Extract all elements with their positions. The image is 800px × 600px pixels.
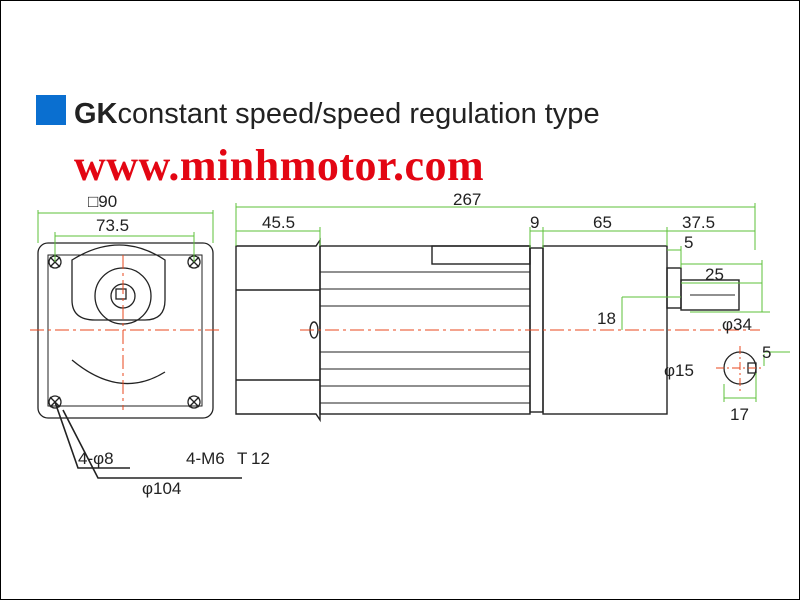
front-center-lines — [30, 255, 222, 410]
title-bold: GK — [74, 98, 118, 130]
dim-threaded-holes: 4-M6 — [186, 449, 225, 468]
dim-shaft-diameter: φ15 — [664, 361, 694, 380]
terminal-box — [431, 245, 531, 265]
dim-mount-holes: 4-φ8 — [78, 449, 114, 468]
dim-shaft-key-length: 25 — [705, 265, 724, 284]
dim-shaft-length: 37.5 — [682, 213, 715, 232]
blue-square-icon — [36, 95, 66, 125]
motor-end-cap — [235, 237, 321, 423]
website-url: www.minhmotor.com — [74, 141, 485, 190]
title-rest: constant speed/speed regulation type — [117, 98, 600, 130]
gear-housing-top — [71, 244, 166, 321]
shaft-end-center — [716, 346, 764, 392]
page-title: GKconstant speed/speed regulation type — [74, 98, 600, 131]
dim-pilot-diameter: φ34 — [722, 315, 752, 334]
shaft-end-dims — [723, 351, 790, 402]
side-view — [235, 237, 740, 423]
shaft-key — [115, 288, 127, 300]
dim-thread-depth-symbol: T — [237, 449, 247, 468]
dim-square-flange: □90 — [88, 192, 117, 211]
output-shaft-side — [680, 279, 740, 311]
gear-housing-bottom — [71, 359, 166, 385]
dim-flange-gap: 9 — [530, 213, 539, 232]
dim-motor-segment: 45.5 — [262, 213, 295, 232]
side-dim-lines — [235, 203, 770, 330]
flange-inner — [47, 254, 203, 407]
dim-shaft-offset: 18 — [597, 309, 616, 328]
cooling-fins — [320, 271, 530, 404]
dim-gearbox-length: 65 — [593, 213, 612, 232]
mount-hole-br — [187, 395, 201, 409]
dim-key-width: 5 — [762, 343, 771, 362]
dim-thread-depth: 12 — [251, 449, 270, 468]
dim-total-length: 267 — [453, 190, 481, 209]
shaft-pilot — [666, 267, 682, 309]
dim-shaft-step: 5 — [684, 233, 693, 252]
front-dim-lines — [37, 210, 214, 262]
dim-pitch-circle: φ104 — [142, 479, 181, 498]
leader-lines — [54, 401, 242, 479]
dim-bolt-spacing: 73.5 — [96, 216, 129, 235]
dim-key-height: 17 — [730, 405, 749, 424]
